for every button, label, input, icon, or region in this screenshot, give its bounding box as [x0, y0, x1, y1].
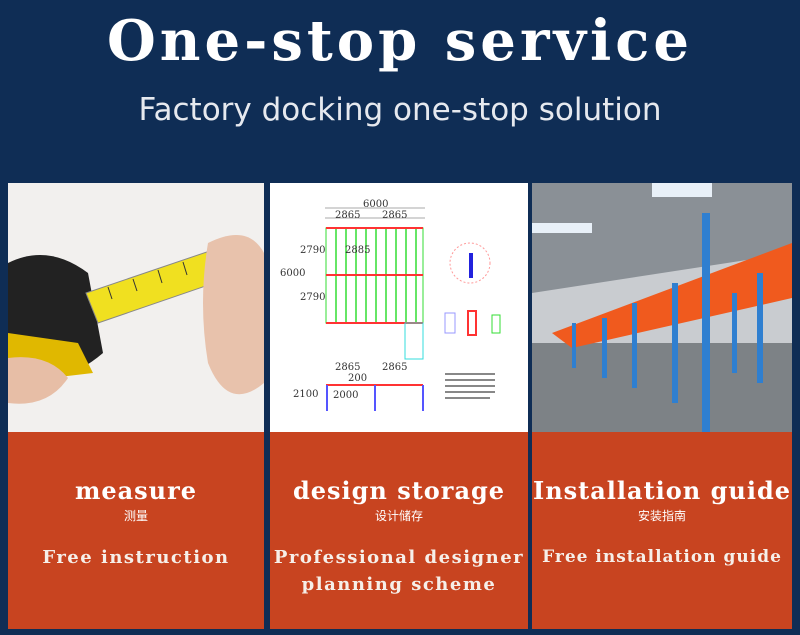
- card-title: measure: [74, 476, 198, 505]
- plan-elev-right: 2865: [382, 362, 407, 373]
- plan-bay-left: 2865: [335, 210, 360, 221]
- description-line: planning scheme: [301, 574, 497, 595]
- tape-measure-photo: [8, 183, 264, 432]
- plan-depth-top: 2790: [300, 245, 325, 256]
- plan-span: 2885: [345, 245, 370, 256]
- card-design-storage: 6000 2865 2865 2790 2885 6000 2790 2865 …: [270, 183, 528, 629]
- plan-depth-bottom: 2790: [300, 292, 325, 303]
- card-title: Installation guide: [532, 476, 792, 505]
- description-line: Professional designer: [273, 547, 525, 568]
- card-title: design storage: [292, 476, 506, 505]
- plan-height-clear: 2000: [333, 390, 358, 401]
- card-title-cn: 测量: [123, 509, 148, 523]
- card-description: Professional designer planning scheme: [270, 544, 528, 598]
- measure-panel: measure 测量 Free instruction: [8, 432, 264, 629]
- card-measure: measure 测量 Free instruction: [8, 183, 264, 629]
- card-description: Free instruction: [42, 547, 230, 568]
- card-description: Free installation guide: [542, 547, 782, 567]
- warehouse-mezzanine-photo: [532, 183, 792, 432]
- plan-beam: 200: [348, 373, 367, 384]
- plan-bay-right: 2865: [382, 210, 407, 221]
- plan-total-depth: 6000: [280, 268, 305, 279]
- plan-total-width: 6000: [363, 199, 388, 210]
- design-panel: design storage 设计储存 Professional designe…: [270, 432, 528, 629]
- plan-elev-left: 2865: [335, 362, 360, 373]
- mezzanine-floor-plan: 6000 2865 2865 2790 2885 6000 2790 2865 …: [270, 183, 528, 432]
- plan-height-total: 2100: [293, 389, 318, 400]
- card-title-cn: 安装指南: [637, 509, 686, 523]
- card-title-cn: 设计储存: [374, 509, 423, 523]
- page-title: One-stop service: [107, 8, 693, 74]
- page-subtitle: Factory docking one-stop solution: [138, 92, 662, 128]
- card-installation-guide: Installation guide 安装指南 Free installatio…: [532, 183, 792, 629]
- installation-panel: Installation guide 安装指南 Free installatio…: [532, 432, 792, 629]
